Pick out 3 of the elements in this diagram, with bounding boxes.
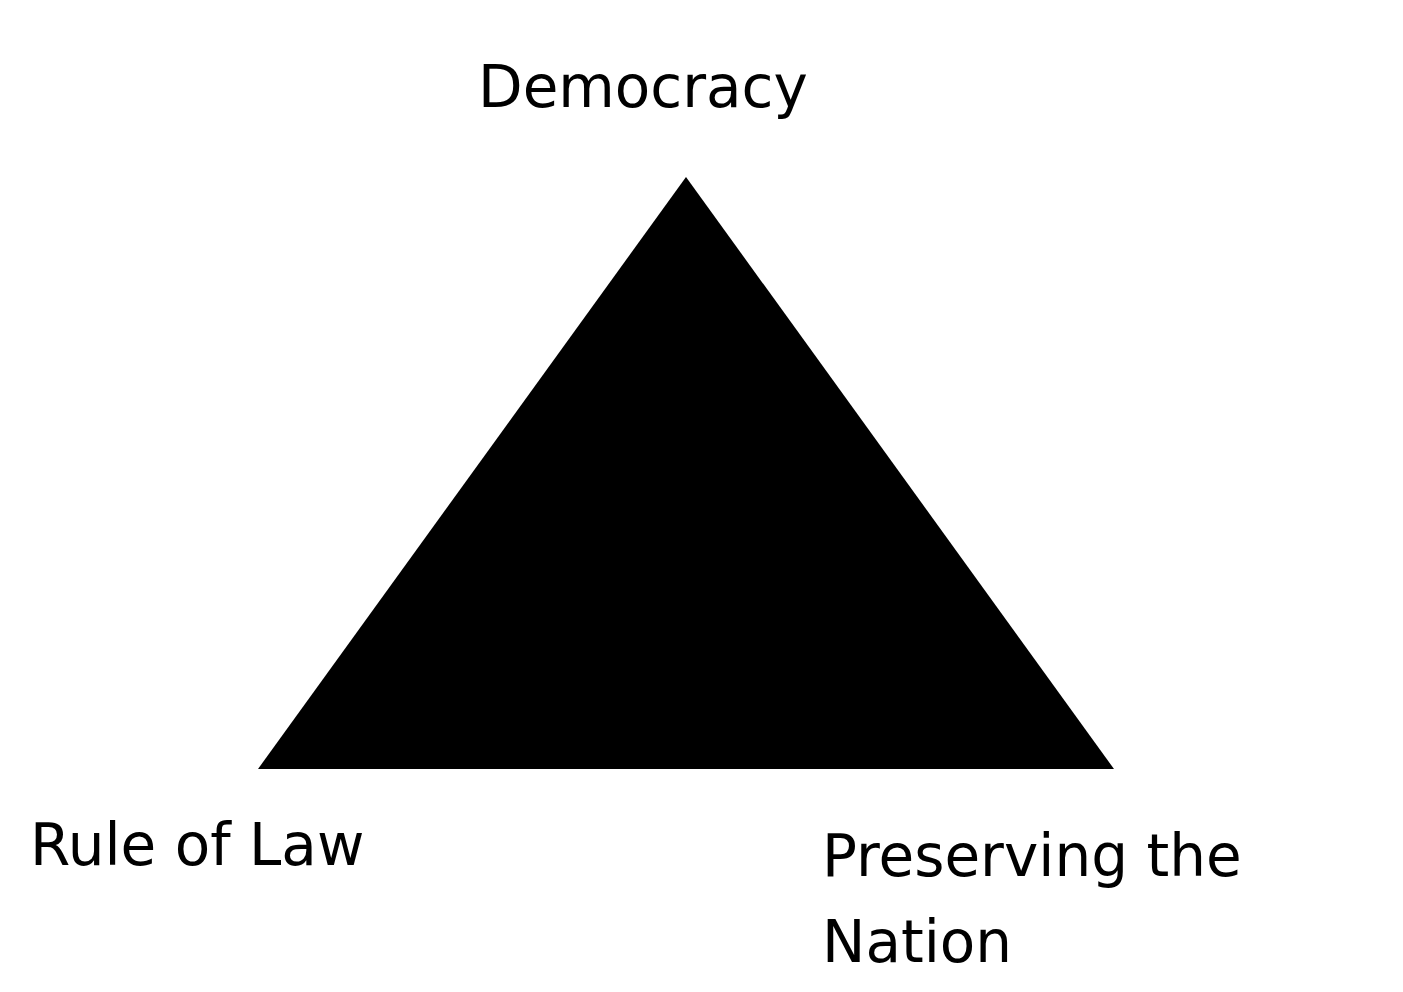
corner-label: Preserving the Nation (822, 821, 1243, 978)
corner-label: Rule of Law (30, 810, 365, 880)
corner-label: Democracy (478, 52, 808, 122)
